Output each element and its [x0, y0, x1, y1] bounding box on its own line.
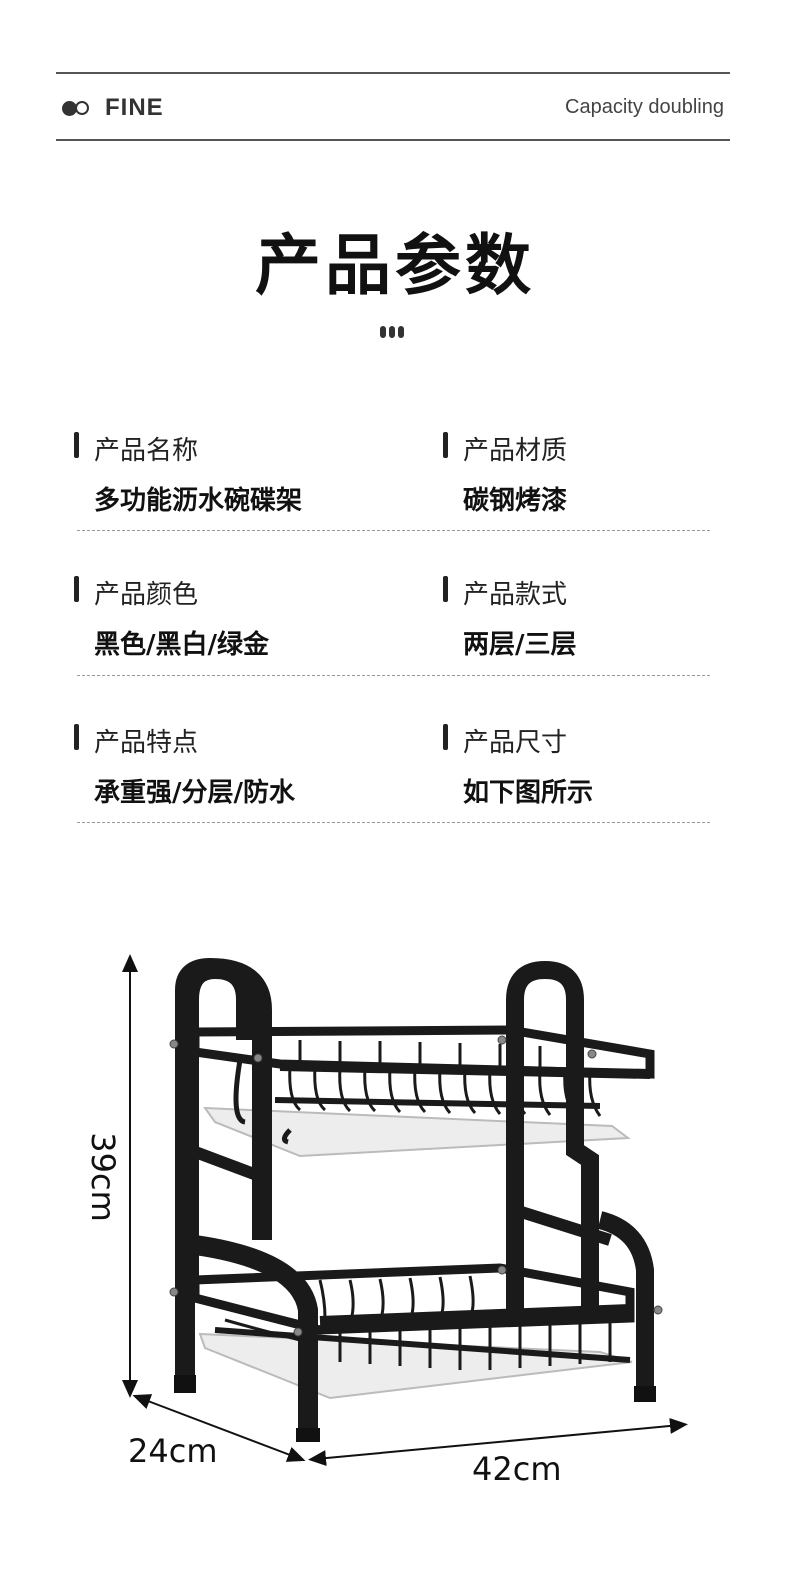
param-bar-icon — [443, 576, 448, 602]
rear-right-post — [506, 960, 599, 1320]
param-label: 产品特点 — [94, 728, 199, 758]
page-title: 产品参数 — [255, 227, 535, 304]
upper-tray-hook — [233, 1059, 292, 1145]
foot — [634, 1386, 656, 1402]
param-value: 黑色/黑白/绿金 — [94, 630, 269, 660]
top-divider — [56, 72, 730, 74]
param-bar-icon — [74, 576, 79, 602]
param-value: 承重强/分层/防水 — [94, 778, 295, 808]
foot — [296, 1428, 320, 1442]
param-bar-icon — [74, 724, 79, 750]
param-label: 产品颜色 — [94, 580, 199, 610]
height-dimension-label: 39cm — [84, 1132, 122, 1222]
upper-basket-wires — [288, 1040, 602, 1117]
brand: FINE — [62, 94, 164, 122]
width-dimension-label: 42cm — [472, 1450, 562, 1488]
front-left-leg — [193, 1235, 318, 1430]
front-left-post — [175, 957, 272, 1380]
param-label: 产品材质 — [463, 436, 568, 466]
screws — [169, 1035, 663, 1337]
depth-dimension-line — [132, 1394, 306, 1462]
depth-dimension-label: 24cm — [128, 1432, 218, 1470]
param-divider — [77, 530, 710, 531]
param-divider — [77, 675, 710, 676]
param-label: 产品尺寸 — [463, 728, 568, 758]
param-value: 如下图所示 — [463, 778, 594, 808]
width-dimension-line — [308, 1417, 688, 1467]
header-divider — [56, 139, 730, 141]
lower-basket-wires — [224, 1275, 612, 1370]
param-bar-icon — [443, 432, 448, 458]
lower-basket-front-rail — [319, 1304, 631, 1328]
brand-name: FINE — [105, 94, 164, 121]
param-value: 碳钢烤漆 — [463, 486, 568, 516]
lower-left-crossbar — [187, 1144, 273, 1186]
param-divider — [77, 822, 710, 823]
upper-basket-bottom — [274, 1097, 601, 1109]
tagline: Capacity doubling — [565, 96, 724, 118]
pager-dots-icon — [380, 326, 404, 338]
param-bar-icon — [443, 724, 448, 750]
param-value: 多功能沥水碗碟架 — [94, 486, 303, 516]
brand-logo-dots-icon — [62, 100, 89, 116]
param-value: 两层/三层 — [463, 630, 577, 660]
foot — [174, 1375, 196, 1393]
param-bar-icon — [74, 432, 79, 458]
right-crossbar — [513, 1204, 612, 1246]
rear-right-leg — [597, 1211, 654, 1390]
param-label: 产品名称 — [94, 436, 199, 466]
param-label: 产品款式 — [463, 580, 568, 610]
upper-tray — [202, 1106, 631, 1158]
